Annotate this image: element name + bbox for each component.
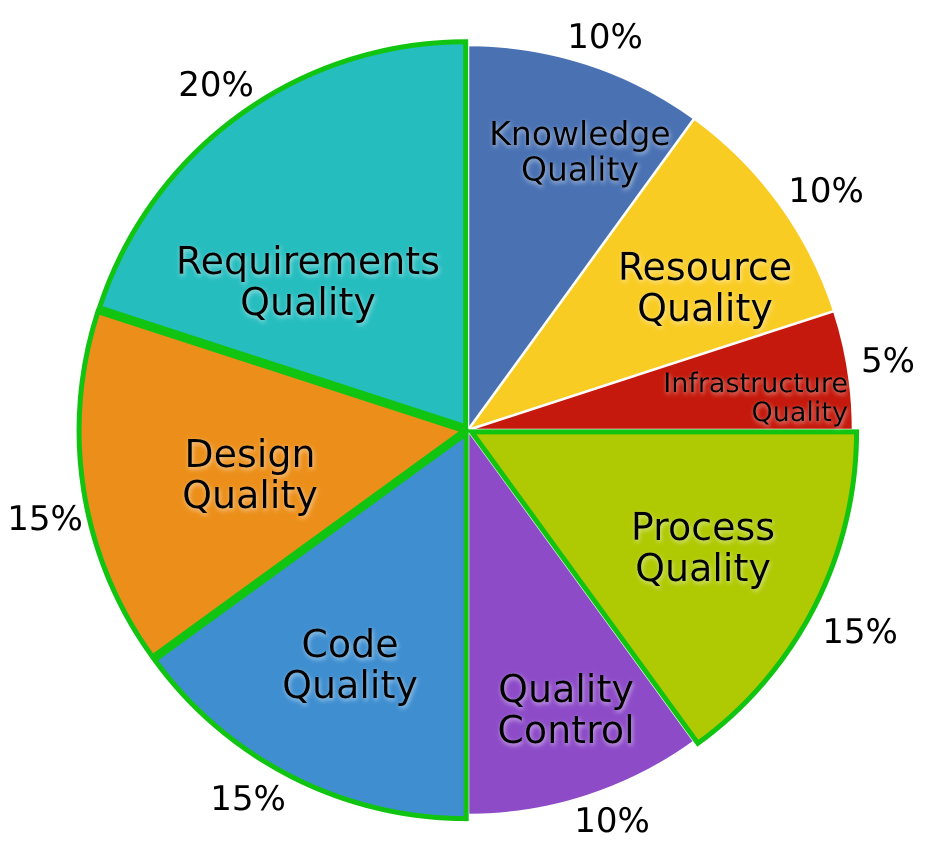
percent-label-design-quality: 15% [7, 499, 83, 539]
percent-label-requirements-quality: 20% [178, 65, 254, 105]
percent-label-resource-quality: 10% [788, 171, 864, 211]
slice-quality-control [466, 426, 697, 817]
pie-slices [76, 39, 860, 822]
slice-knowledge-quality [466, 43, 697, 434]
percent-label-code-quality: 15% [210, 779, 286, 819]
percent-label-knowledge-quality: 10% [567, 17, 643, 57]
percent-label-quality-control: 10% [574, 801, 650, 841]
slice-process-quality [466, 429, 860, 747]
slice-design-quality [76, 308, 470, 661]
percent-label-infrastructure-quality: 5% [861, 341, 915, 381]
percent-label-process-quality: 15% [822, 612, 898, 652]
slice-code-quality [151, 428, 469, 822]
slice-requirements-quality [96, 39, 469, 431]
percent-labels: 10% 10% 5% 15% 10% 15% 15% 20% [7, 17, 915, 841]
slice-resource-quality [464, 116, 836, 433]
